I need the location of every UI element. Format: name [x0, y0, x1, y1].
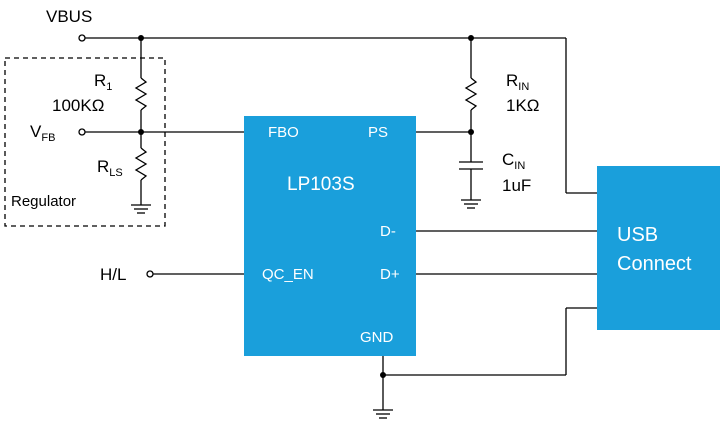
cin-name-label: CIN [502, 150, 525, 172]
cin-capacitor [459, 161, 483, 170]
r1-resistor [134, 77, 148, 111]
usb-label-line2: Connect [617, 253, 692, 275]
pin-qc-en-label: QC_EN [262, 266, 314, 283]
pin-fbo-label: FBO [268, 124, 299, 141]
vbus-terminal [78, 34, 86, 42]
cin-value-label: 1uF [502, 176, 531, 195]
ground-symbol-cin [461, 199, 481, 209]
junction-dot-ps [468, 129, 474, 135]
ground-symbol-chip [373, 409, 393, 419]
junction-dot-gnd [380, 372, 386, 378]
regulator-box [4, 57, 166, 227]
pin-dminus-label: D- [380, 223, 396, 240]
rin-name-label: RIN [506, 71, 529, 93]
junction-dot-vbus-rin [468, 35, 474, 41]
pin-dplus-label: D+ [380, 266, 400, 283]
ground-symbol-regulator [131, 204, 151, 214]
junction-dot-vfb [138, 129, 144, 135]
vfb-terminal [78, 128, 86, 136]
usb-connect-block [597, 166, 720, 330]
rin-value-label: 1KΩ [506, 96, 540, 115]
regulator-label: Regulator [11, 193, 76, 210]
pin-ps-label: PS [368, 124, 388, 141]
chip-name-label: LP103S [287, 174, 355, 195]
lp103s-chip [244, 116, 416, 356]
hl-label: H/L [100, 265, 126, 284]
rls-resistor [134, 147, 148, 181]
usb-label-line1: USB [617, 224, 658, 246]
rls-name-label: RLS [97, 157, 123, 179]
r1-value-label: 100KΩ [52, 96, 104, 115]
r1-name-label: R1 [94, 71, 112, 93]
pin-gnd-label: GND [360, 329, 394, 346]
rin-resistor [464, 77, 478, 111]
junction-dot-vbus-r1 [138, 35, 144, 41]
vbus-label: VBUS [46, 7, 92, 26]
vfb-label: VFB [30, 122, 55, 144]
hl-terminal [146, 270, 154, 278]
